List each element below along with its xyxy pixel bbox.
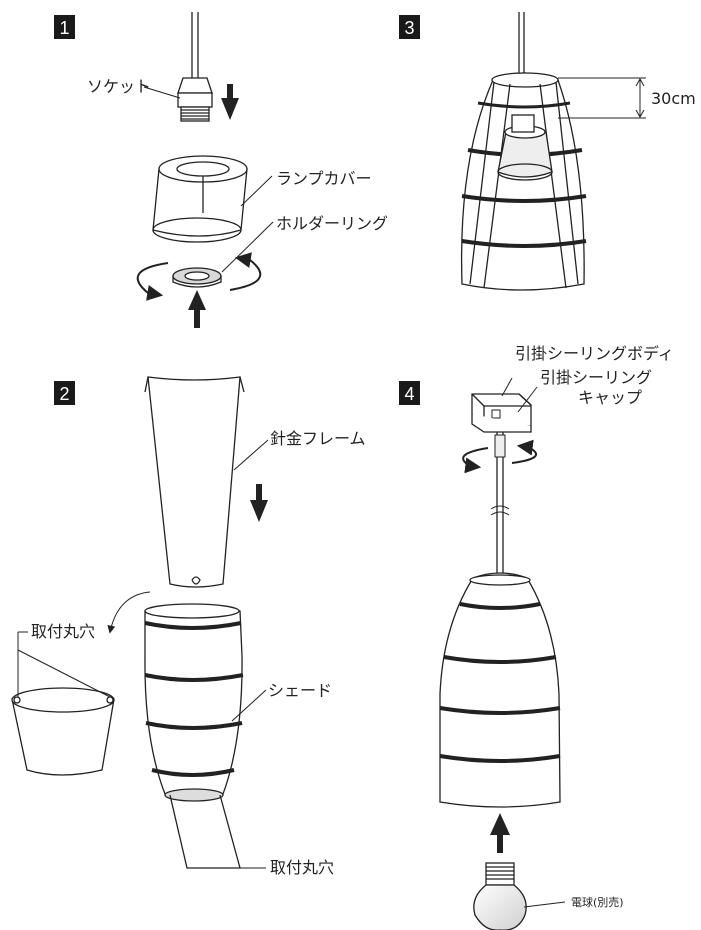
lamp-cover-part xyxy=(152,155,248,243)
step-3-illustration xyxy=(460,12,646,291)
lamp-cover-label: ランプカバー xyxy=(276,169,372,188)
ceiling-cap-label-line2: キャップ xyxy=(578,388,642,407)
step-3-badge: 3 xyxy=(399,15,420,39)
left-shade-part xyxy=(11,649,115,776)
rotate-arrows-icon xyxy=(462,439,538,474)
down-arrow-icon xyxy=(221,84,239,120)
step-4-badge: 4 xyxy=(399,381,420,405)
ceiling-body-label: 引掛シーリングボディ xyxy=(515,344,674,363)
step-2-badge: 2 xyxy=(54,381,75,405)
step-1-illustration xyxy=(136,12,274,328)
svg-text:1: 1 xyxy=(59,18,69,38)
svg-text:4: 4 xyxy=(404,384,414,404)
assembled-shade-part xyxy=(439,572,561,808)
mount-hole-left-label: 取付丸穴 xyxy=(31,622,95,641)
socket-part xyxy=(177,77,213,122)
socket-label: ソケット xyxy=(87,77,151,96)
svg-text:2: 2 xyxy=(59,384,69,404)
shade-part xyxy=(144,603,244,869)
up-arrow-icon xyxy=(490,813,510,853)
wire-frame-label: 針金フレーム xyxy=(270,429,366,448)
rotate-arrows-icon xyxy=(136,252,262,301)
holder-ring-part xyxy=(172,267,222,288)
step-2-illustration xyxy=(11,376,269,869)
wire-frame-part xyxy=(144,376,245,588)
up-arrow-icon xyxy=(188,290,206,328)
bulb-label: 電球(別売) xyxy=(571,895,624,909)
shade-label: シェード xyxy=(268,681,332,700)
step-1-badge: 1 xyxy=(54,15,75,39)
step-4-illustration xyxy=(439,377,566,930)
ceiling-rose-part xyxy=(471,393,532,433)
mount-hole-bottom-label: 取付丸穴 xyxy=(270,858,334,877)
bulb-part xyxy=(473,862,527,930)
holder-ring-label: ホルダーリング xyxy=(276,214,388,233)
svg-text:3: 3 xyxy=(404,18,414,38)
ceiling-cap-label-line1: 引掛シーリング xyxy=(540,368,652,387)
down-arrow-icon xyxy=(250,484,268,522)
dimension-label: 30cm xyxy=(651,89,696,108)
